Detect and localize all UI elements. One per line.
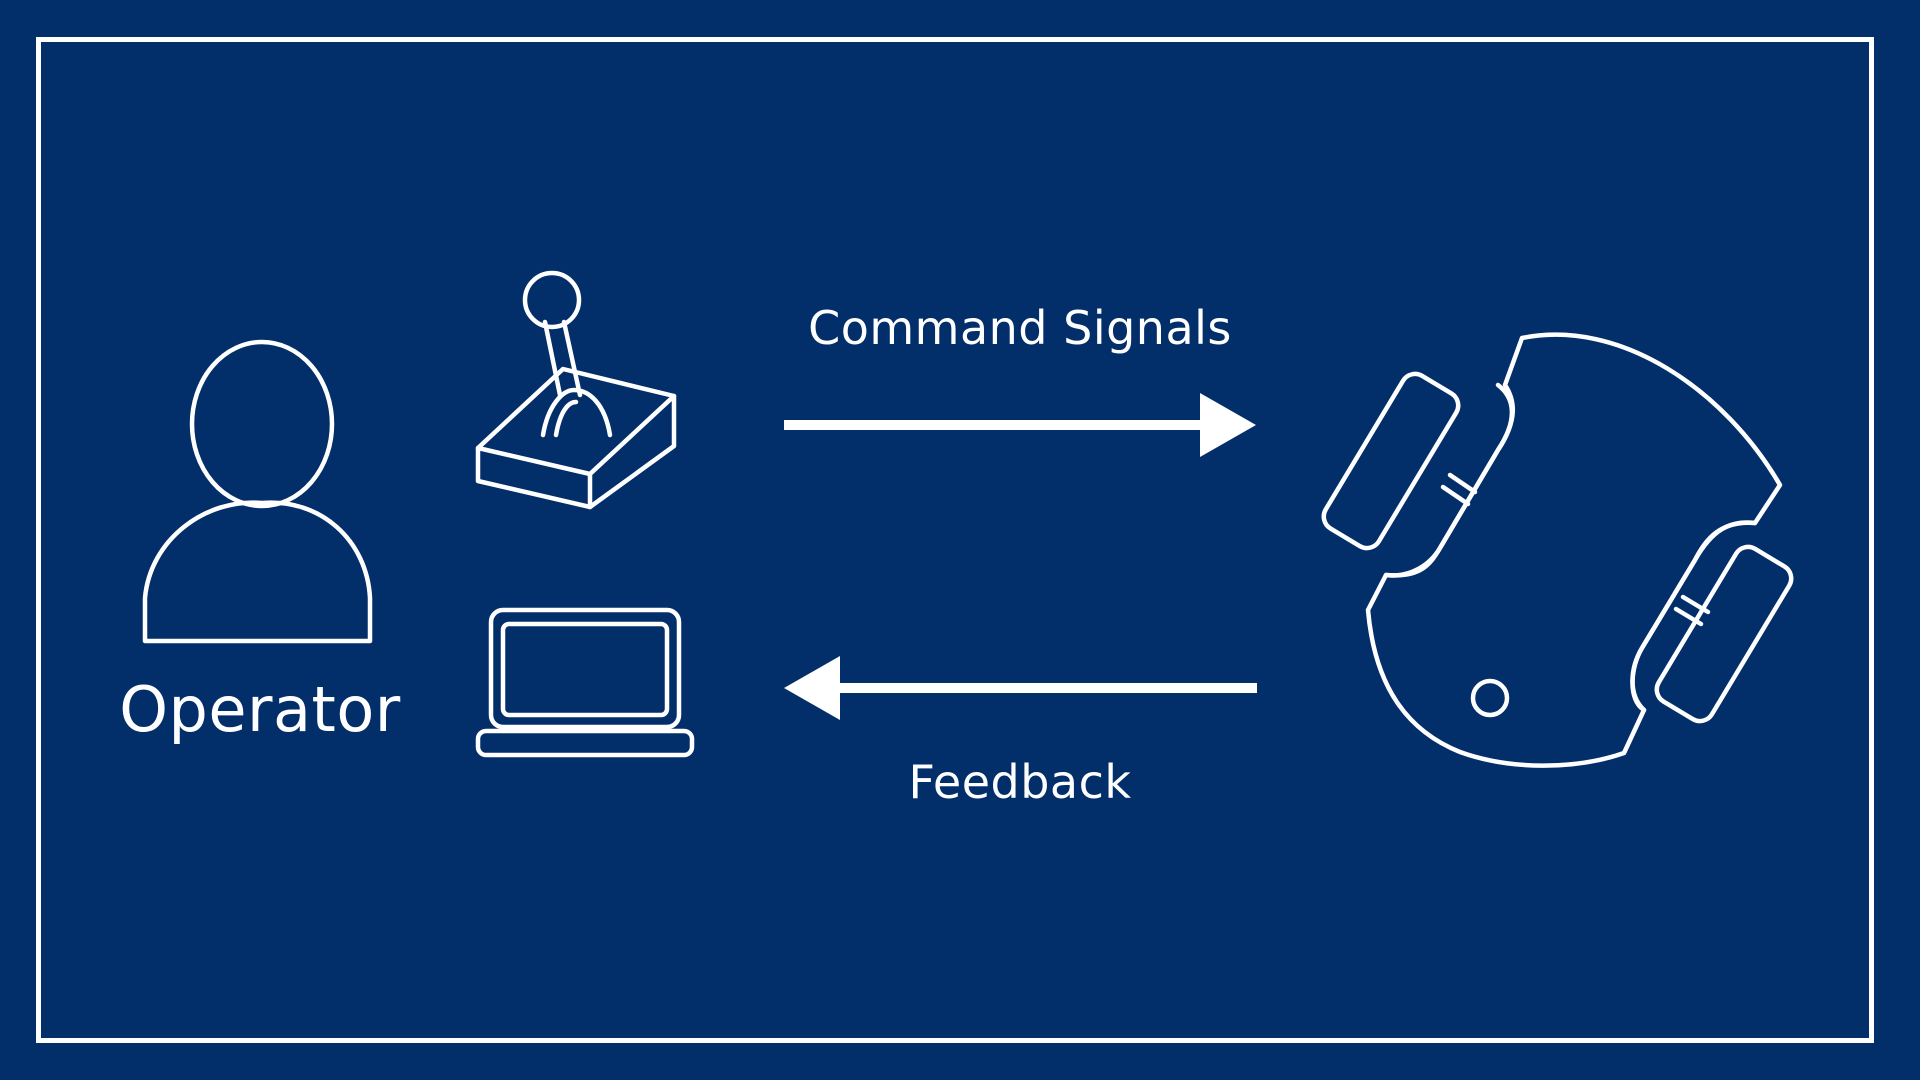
feedback-label: Feedback <box>908 755 1132 809</box>
operator-label: Operator <box>119 673 401 746</box>
arrow-left-icon <box>784 656 1257 720</box>
robot-topview-icon <box>1321 332 1794 768</box>
joystick-icon <box>475 270 677 510</box>
arrow-right-icon <box>784 393 1256 457</box>
laptop-icon <box>475 607 695 758</box>
diagram-frame <box>36 37 1874 1043</box>
command-signals-label: Command Signals <box>808 301 1232 355</box>
person-icon <box>142 339 373 644</box>
